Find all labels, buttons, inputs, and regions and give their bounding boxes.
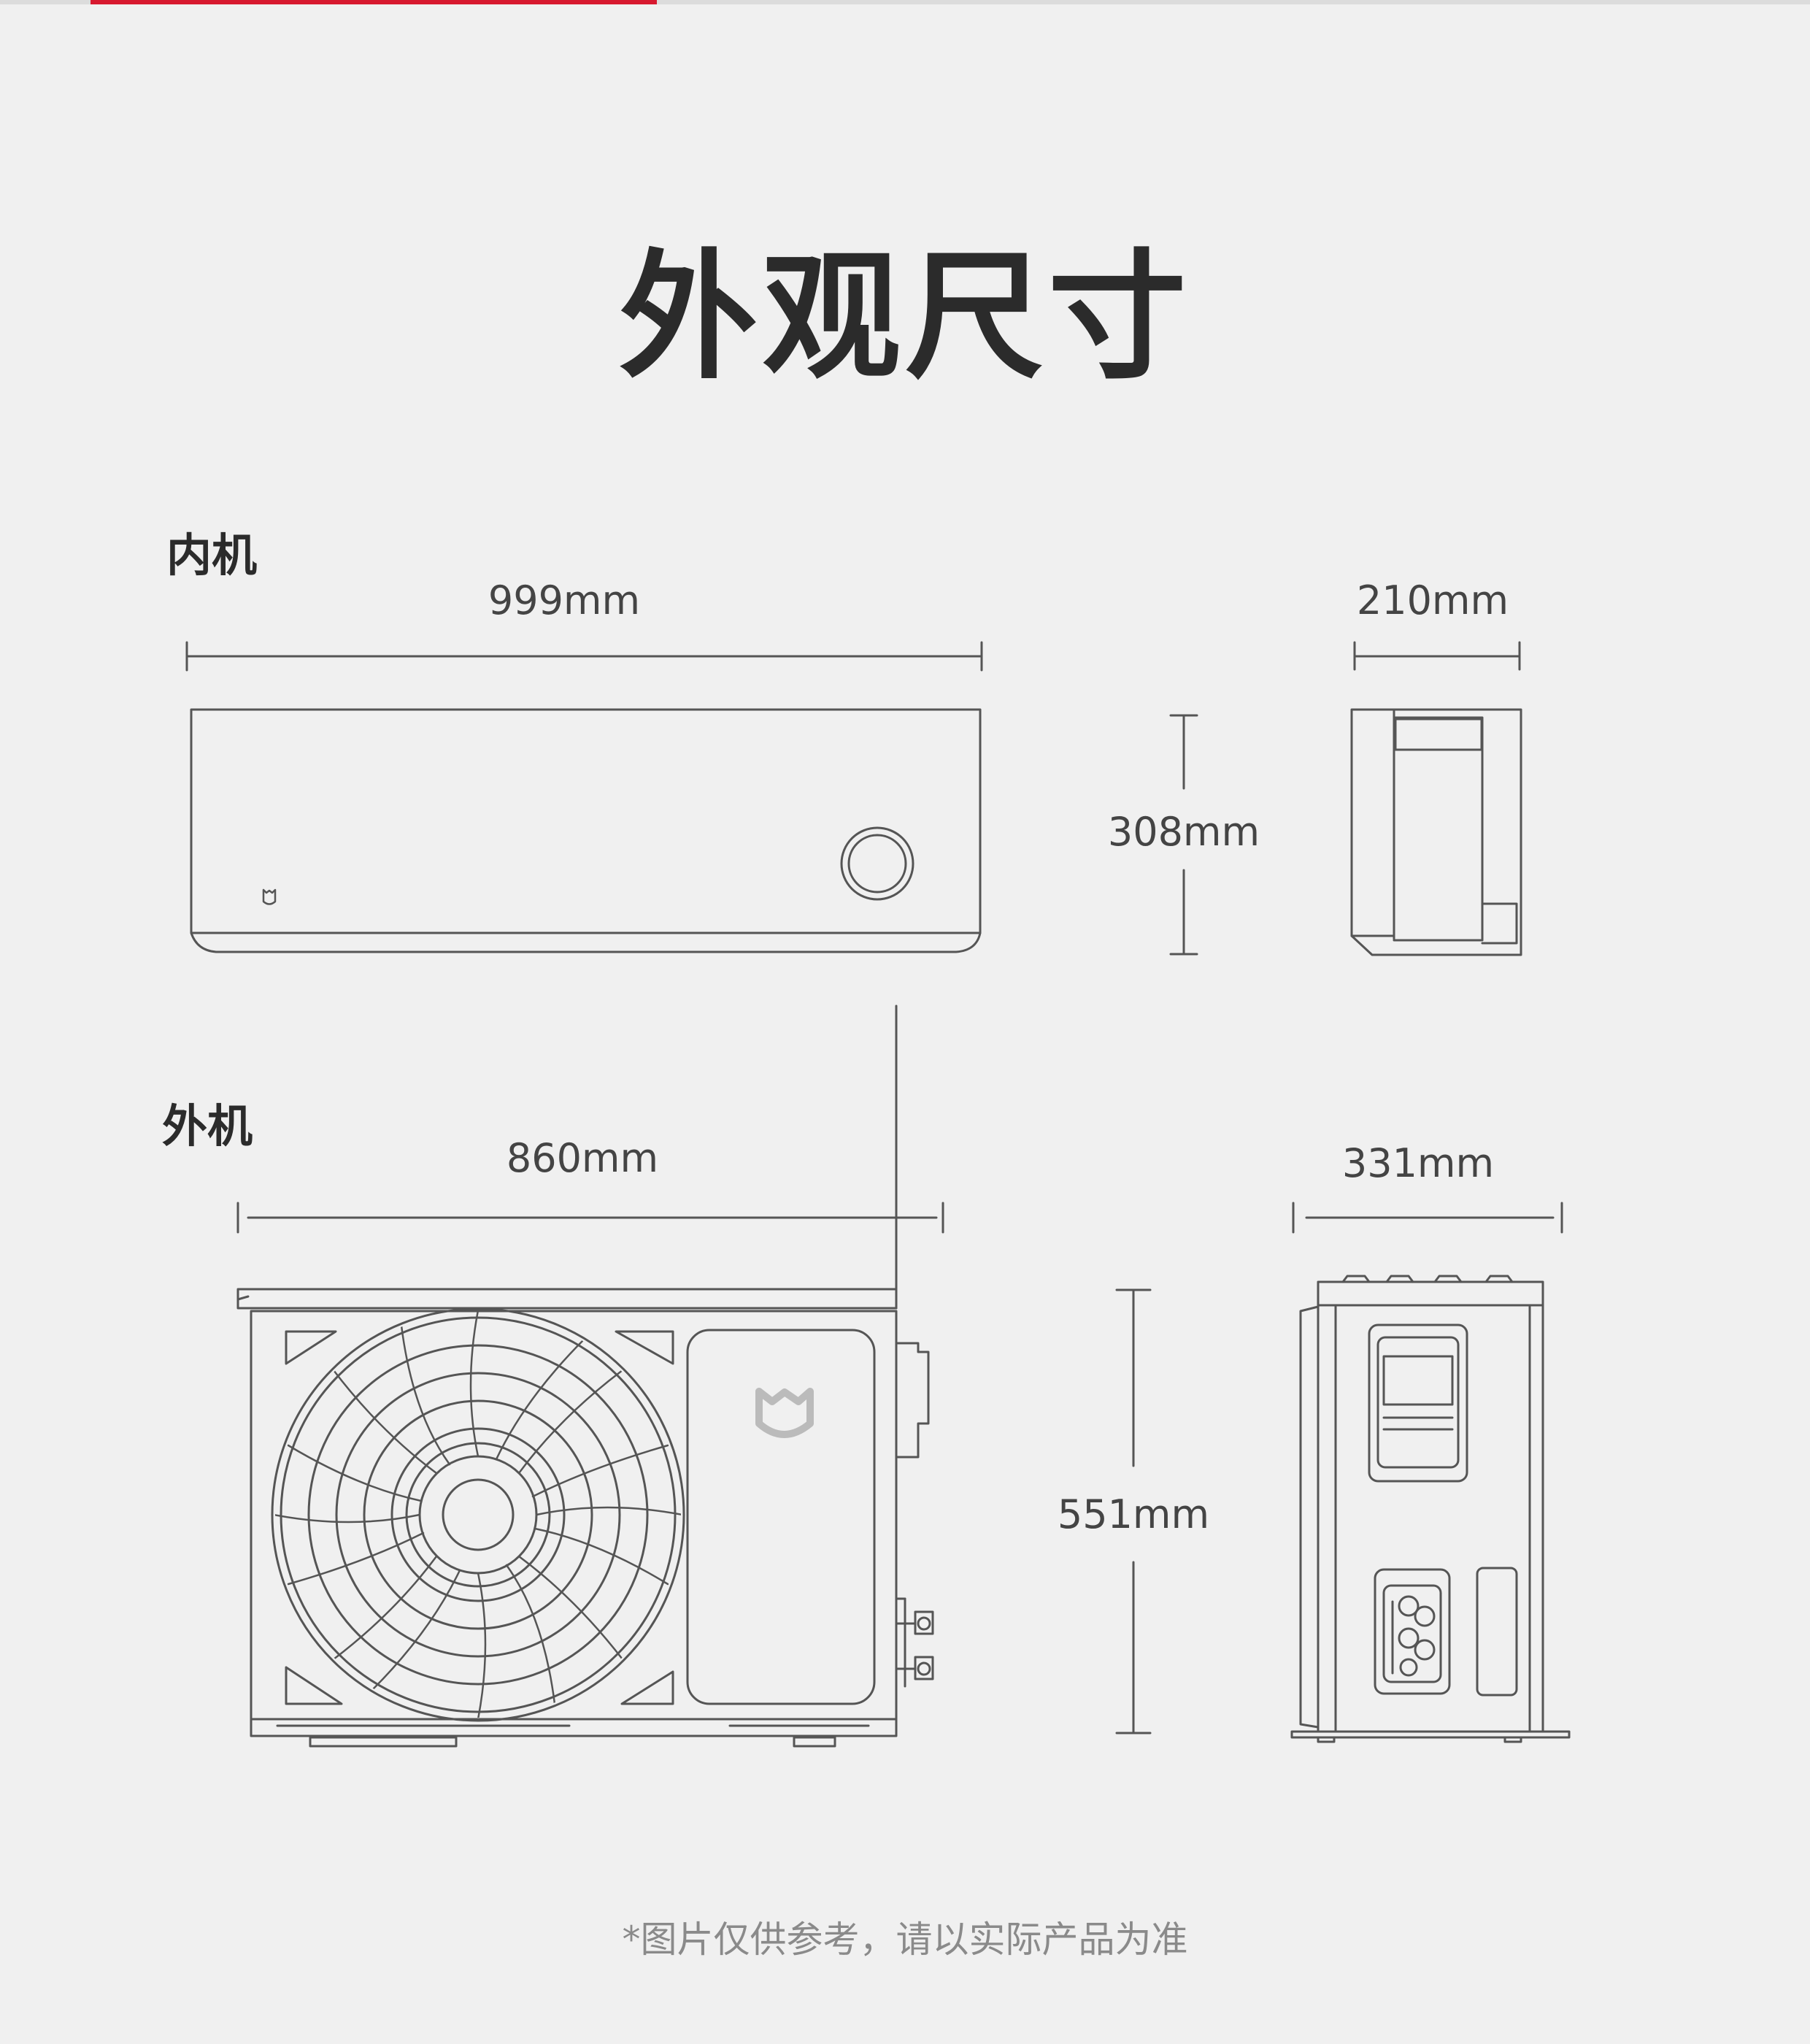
- indoor-width-dimension-line: [185, 641, 983, 672]
- outdoor-unit-label: 外机: [162, 1099, 253, 1153]
- mijia-logo-icon: [262, 888, 277, 905]
- outdoor-unit-side-view: [1290, 1275, 1571, 1743]
- outdoor-height-dimension-line: [1115, 1288, 1152, 1734]
- outdoor-height-label: 551mm: [1057, 1485, 1210, 1545]
- page-title: 外观尺寸: [618, 237, 1191, 398]
- outdoor-depth-dimension-line: [1292, 1202, 1563, 1234]
- top-rule: [0, 0, 1810, 4]
- disclaimer-note: *图片仅供参考，请以实际产品为准: [622, 1918, 1188, 1961]
- outdoor-width-dimension-line: [236, 1202, 944, 1234]
- indoor-unit-front-view: [190, 708, 982, 953]
- outdoor-depth-label: 331mm: [1341, 1140, 1495, 1186]
- indoor-depth-label: 210mm: [1356, 577, 1509, 623]
- indoor-depth-dimension-line: [1353, 641, 1521, 671]
- indoor-height-label: 308mm: [1107, 802, 1260, 862]
- outdoor-width-label: 860mm: [506, 1135, 659, 1181]
- indoor-unit-side-view: [1350, 708, 1522, 956]
- outdoor-unit-front-view: [236, 1004, 934, 1748]
- indoor-height-dimension-line: [1169, 714, 1198, 956]
- mijia-logo-icon-outdoor: [755, 1388, 814, 1438]
- fan-grille-icon: [271, 1307, 685, 1722]
- top-accent-bar: [90, 0, 657, 4]
- pipe-valve-icon: [895, 1597, 934, 1688]
- indoor-unit-label: 内机: [166, 529, 258, 582]
- indoor-width-label: 999mm: [488, 577, 641, 623]
- control-knob-icon: [840, 826, 914, 901]
